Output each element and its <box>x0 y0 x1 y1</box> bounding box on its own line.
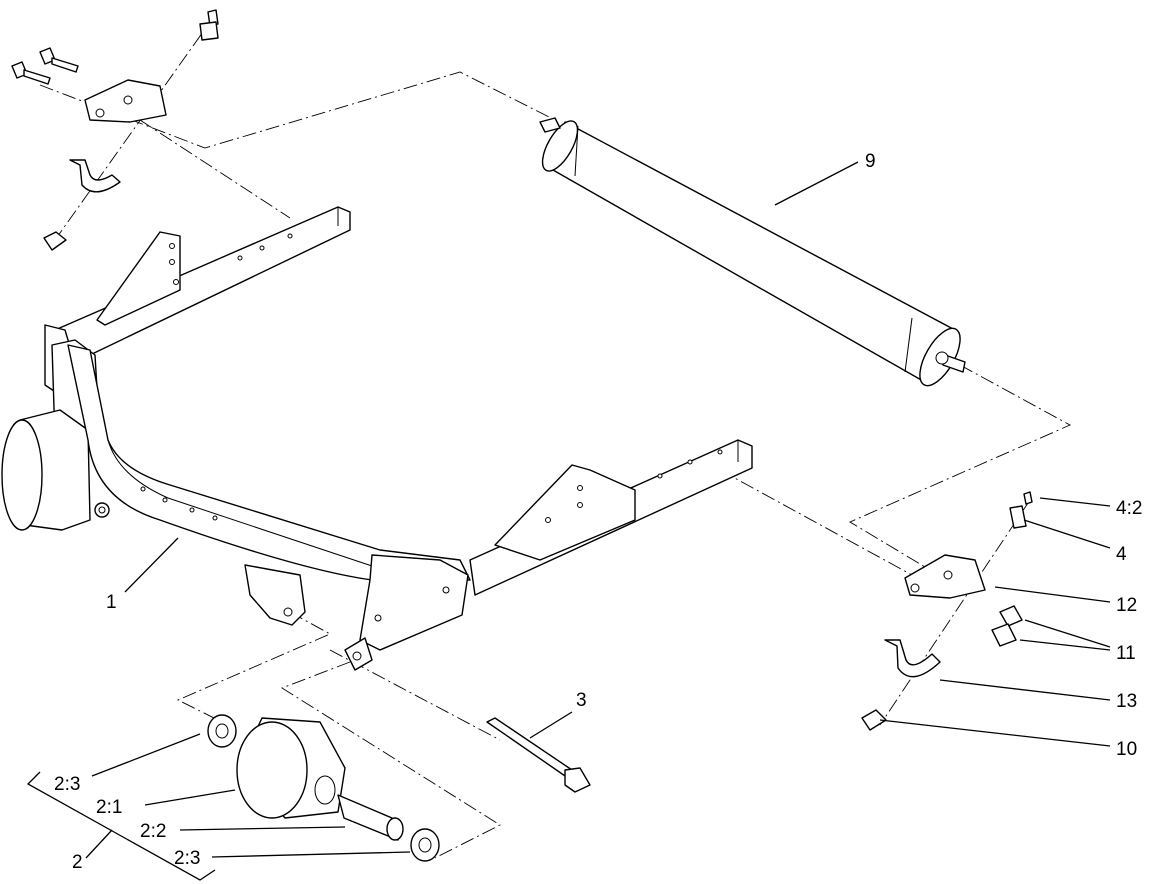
callout-9: 9 <box>865 151 876 172</box>
roller-tube <box>539 117 966 387</box>
leader-lines <box>26 161 1111 881</box>
callout-4-2: 4:2 <box>1116 498 1142 519</box>
roller-assembly <box>207 714 440 862</box>
long-bolt <box>486 717 591 793</box>
callout-1: 1 <box>106 592 117 613</box>
grease-fitting <box>1009 491 1033 529</box>
callout-2-3-bottom: 2:3 <box>174 848 200 869</box>
callout-10: 10 <box>1116 739 1137 760</box>
callout-12: 12 <box>1116 595 1137 616</box>
callout-2-2: 2:2 <box>140 821 166 842</box>
left-hardware-set <box>11 9 219 251</box>
frame-weldment <box>1 206 753 671</box>
callout-2-1: 2:1 <box>96 797 122 818</box>
retaining-clip <box>884 639 941 678</box>
callout-3: 3 <box>576 690 587 711</box>
callout-4: 4 <box>1116 544 1127 565</box>
callout-11: 11 <box>1116 643 1136 664</box>
clamp-bracket <box>904 554 986 599</box>
pivot-pin <box>861 709 887 731</box>
flange-bolts <box>991 605 1023 647</box>
callout-13: 13 <box>1116 691 1137 712</box>
callout-2: 2 <box>72 852 83 873</box>
callout-labels: 9 1 3 4:2 4 12 11 13 10 2:3 2:1 2:2 2:3 … <box>54 151 1142 873</box>
callout-2-3-top: 2:3 <box>54 774 80 795</box>
